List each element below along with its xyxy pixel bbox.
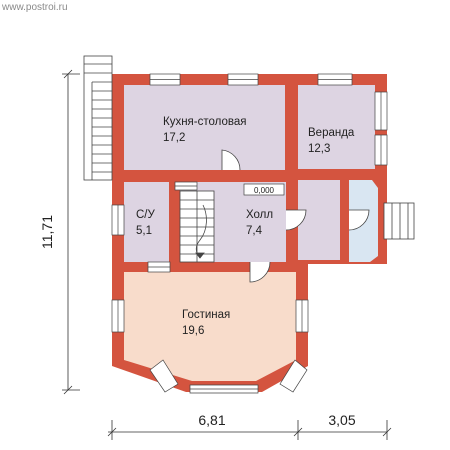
level-mark-box xyxy=(243,183,285,196)
external-stairs-left xyxy=(83,55,113,181)
room-area-kitchen: 17,2 xyxy=(163,132,185,144)
room-area-hall: 7,4 xyxy=(246,225,263,237)
doors xyxy=(221,149,370,283)
stairs xyxy=(179,190,215,263)
room-area-living: 19,6 xyxy=(182,325,204,337)
room-area-veranda: 12,3 xyxy=(308,143,330,155)
dimension-height: 11,71 xyxy=(39,215,55,249)
room-name-bathroom: С/У xyxy=(136,209,156,221)
room-name-veranda: Веранда xyxy=(308,127,355,139)
dimension-width-extra: 3,05 xyxy=(328,412,355,428)
room-name-hall: Холл xyxy=(246,209,273,221)
dimension-lines xyxy=(62,69,392,440)
room-name-kitchen: Кухня-столовая xyxy=(163,116,246,128)
room-name-living: Гостиная xyxy=(182,309,230,321)
room-area-bathroom: 5,1 xyxy=(136,225,152,237)
watermark: www.postroi.ru xyxy=(1,2,68,13)
level-mark: 0,000 xyxy=(254,186,275,195)
dimension-width-main: 6,81 xyxy=(198,412,225,428)
windows xyxy=(111,73,388,394)
external-stairs-right xyxy=(383,202,415,240)
